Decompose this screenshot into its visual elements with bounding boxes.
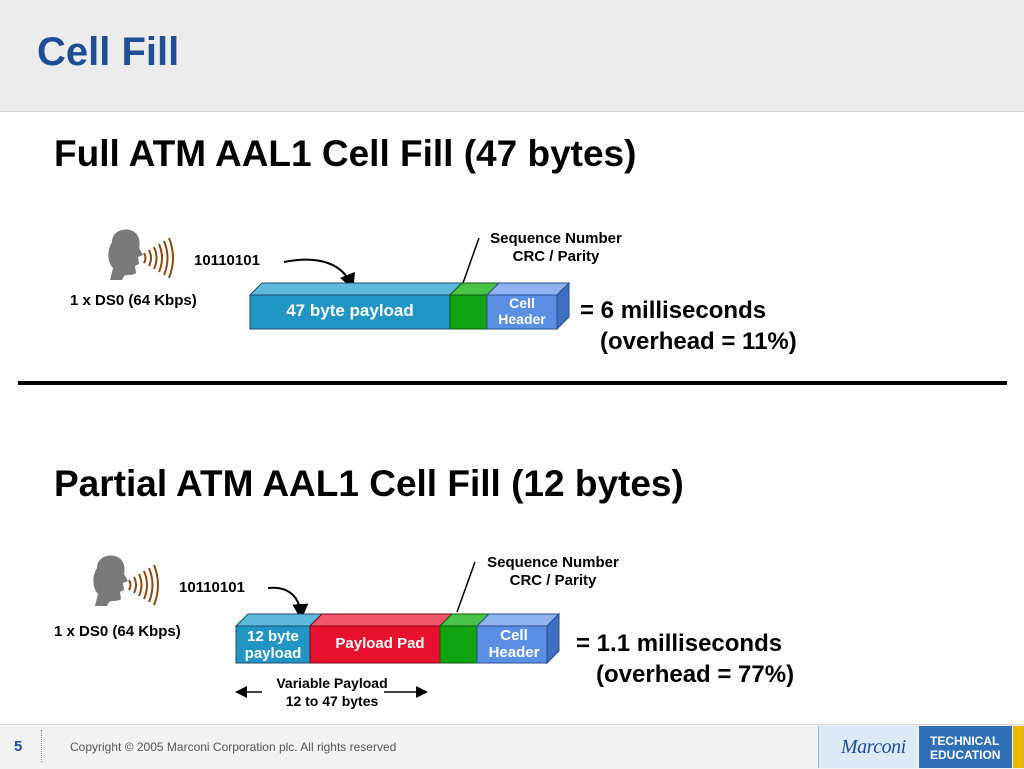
partial-header-label: Cell Header <box>477 627 551 661</box>
full-source-label: 1 x DS0 (64 Kbps) <box>70 292 197 309</box>
bits-arrow <box>283 258 355 290</box>
speaker-head-icon-2 <box>93 555 128 606</box>
partial-payload-line1: 12 byte <box>247 628 299 645</box>
sound-waves-icon-2 <box>128 564 159 606</box>
full-header-line2: Header <box>498 311 546 327</box>
full-result-time: = 6 milliseconds <box>580 297 767 324</box>
copyright-text: Copyright © 2005 Marconi Corporation plc… <box>70 740 397 754</box>
full-seq-crc-label: Sequence Number CRC / Parity <box>476 230 636 266</box>
footer-separator <box>41 730 42 762</box>
marconi-logo: Marconi <box>818 726 917 768</box>
partial-source-label: 1 x DS0 (64 Kbps) <box>54 623 181 640</box>
marconi-logo-text: Marconi <box>841 736 906 758</box>
payload-pad-label: Payload Pad <box>335 635 425 652</box>
full-seq-line1: Sequence Number <box>490 230 622 247</box>
tag-line1: TECHNICAL <box>930 734 1000 748</box>
slide-title: Cell Fill <box>37 30 180 74</box>
partial-payload-line2: payload <box>244 645 302 662</box>
partial-seq-crc-label: Sequence Number CRC / Parity <box>473 554 633 590</box>
partial-result-overhead: (overhead = 77%) <box>596 661 795 688</box>
partial-header-line2: Header <box>488 644 540 661</box>
partial-bits-label: 10110101 <box>179 579 245 596</box>
tag-line2: EDUCATION <box>930 748 1001 762</box>
full-cell-heading: Full ATM AAL1 Cell Fill (47 bytes) <box>54 133 637 174</box>
variable-line1: Variable Payload <box>276 675 388 691</box>
partial-cell-heading: Partial ATM AAL1 Cell Fill (12 bytes) <box>54 463 684 504</box>
partial-seq-line2: CRC / Parity <box>509 572 597 589</box>
partial-result-time: = 1.1 milliseconds <box>576 630 783 657</box>
full-result-overhead: (overhead = 11%) <box>600 328 797 355</box>
header-band <box>0 0 1024 112</box>
partial-seq-line1: Sequence Number <box>487 554 619 571</box>
full-payload-label: 47 byte payload <box>286 301 414 320</box>
full-seq-line2: CRC / Parity <box>512 248 600 265</box>
seq-pointer-line-2 <box>456 561 476 613</box>
variable-line2: 12 to 47 bytes <box>285 693 379 709</box>
gold-accent-strip <box>1013 726 1024 768</box>
partial-header-line1: Cell <box>500 627 528 644</box>
technical-education-text: TECHNICAL EDUCATION <box>930 734 1000 762</box>
sound-waves-icon <box>143 237 174 279</box>
page-number: 5 <box>14 738 23 755</box>
seq-pointer-line <box>462 237 480 284</box>
full-header-label: Cell Header <box>487 295 557 327</box>
partial-payload-label: 12 byte payload <box>236 628 310 662</box>
variable-payload-label: Variable Payload 12 to 47 bytes <box>252 674 412 710</box>
partial-cell-block <box>234 612 561 665</box>
technical-education-badge: TECHNICAL EDUCATION <box>919 726 1012 768</box>
full-cell-block <box>248 281 571 331</box>
bits-arrow-2 <box>267 586 309 620</box>
full-bits-label: 10110101 <box>194 252 260 269</box>
full-header-line1: Cell <box>509 295 535 311</box>
speaker-head-icon <box>108 229 143 280</box>
